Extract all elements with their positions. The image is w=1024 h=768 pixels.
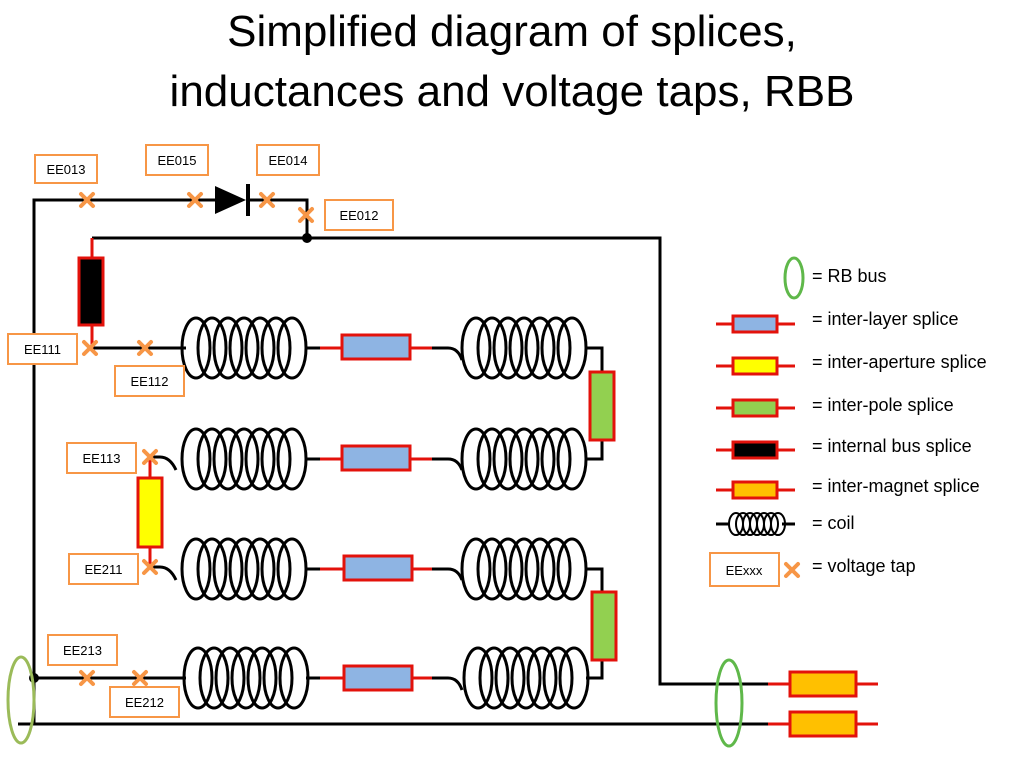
legend-voltage-tap-box: [709, 552, 780, 587]
rb-bus-ellipse-right: [714, 658, 744, 748]
coil-icon: [462, 646, 590, 710]
right-conn-4: [586, 660, 604, 680]
legend-internal-bus-text: = internal bus splice: [812, 436, 972, 456]
inter-layer-splice: [340, 444, 412, 472]
right-conn-1: [586, 346, 604, 372]
voltage-tap-cross-icon: [298, 207, 314, 223]
voltage-tap-cross-icon: [142, 559, 158, 575]
legend: = RB bus = inter-layer splice = inter-ap…: [709, 256, 987, 587]
voltage-tap-cross-icon: [137, 340, 153, 356]
inter-pole-splice: [588, 370, 616, 442]
voltage-tap-labels: EE013 EE015 EE014EE012EE111EE112EE113EE211…: [7, 144, 394, 718]
junction-dot: [302, 233, 312, 243]
voltage-tap-label: EE112: [130, 374, 168, 389]
voltage-tap-label-box: EE111: [7, 333, 78, 365]
inter-layer-splice: [342, 554, 414, 582]
inter-layer-splice: [342, 664, 414, 692]
voltage-tap-label-box: EE211: [68, 553, 139, 585]
voltage-tap-label-box: EE012: [324, 199, 394, 231]
legend-rb-bus-text: = RB bus: [812, 266, 887, 286]
voltage-tap-label: EE213: [63, 643, 102, 658]
rb-bus-ellipse-left: [6, 655, 36, 745]
coils: [180, 316, 590, 710]
coil-icon: [180, 316, 308, 380]
voltage-tap-label: EE111: [24, 342, 61, 357]
legend-internal-bus-icon: [716, 440, 795, 460]
title-line-2: inductances and voltage taps, RBB: [169, 67, 855, 116]
voltage-tap-cross-icon: [79, 670, 95, 686]
voltage-tap-label-box: EE212: [109, 686, 180, 718]
top-wire-right: [248, 198, 309, 238]
voltage-tap-cross-icon: [79, 192, 95, 208]
row1-end: [447, 346, 464, 361]
inter-magnet-splice: [788, 670, 858, 698]
voltage-tap-label-box: EE112: [114, 365, 185, 397]
voltage-tap-label-box: EE014: [256, 144, 320, 176]
row2-end: [447, 457, 464, 471]
legend-inter-aperture-text: = inter-aperture splice: [812, 352, 987, 372]
voltage-tap-cross-icon: [259, 192, 275, 208]
inter-layer-splice: [340, 333, 412, 361]
voltage-tap-label: EE113: [82, 451, 120, 466]
upper-bus-wire: [92, 236, 790, 686]
voltage-tap-label: EE012: [339, 208, 378, 223]
legend-coil-text: = coil: [812, 513, 855, 533]
inter-pole-splice: [590, 590, 618, 662]
legend-voltage-tap-text: = voltage tap: [812, 556, 916, 576]
voltage-tap-label-box: EE013: [34, 154, 98, 184]
legend-voltage-tap-cross-icon: [784, 562, 800, 578]
coil-icon: [180, 537, 308, 601]
legend-inter-magnet-icon: [716, 480, 795, 500]
legend-coil-icon: [716, 512, 795, 536]
inter-aperture-splice: [136, 476, 164, 549]
internal-bus-splice: [77, 256, 105, 327]
voltage-tap-cross-icon: [187, 192, 203, 208]
legend-inter-magnet-text: = inter-magnet splice: [812, 476, 980, 496]
legend-inter-layer-icon: [716, 314, 795, 334]
coil-icon: [180, 427, 308, 491]
inter-magnet-splice: [788, 710, 858, 738]
legend-inter-aperture-icon: [716, 356, 795, 376]
row4-end: [447, 676, 464, 691]
right-conn-3: [586, 567, 604, 592]
legend-rb-bus-icon: [783, 256, 805, 300]
coil-icon: [460, 427, 588, 491]
legend-voltage-tap-label: EExxx: [726, 563, 763, 578]
ee211-wire: [150, 565, 178, 581]
diode-icon: [215, 184, 250, 216]
voltage-taps: [79, 192, 314, 686]
voltage-tap-label: EE211: [84, 562, 122, 577]
row3-end: [447, 567, 464, 581]
voltage-tap-label: EE013: [46, 162, 85, 177]
coil-icon: [460, 537, 588, 601]
ee113-wire: [150, 455, 178, 471]
diagram-title: Simplified diagram of splices, inductanc…: [0, 2, 1024, 122]
voltage-tap-label-box: EE213: [47, 634, 118, 666]
voltage-tap-label-box: EE113: [66, 442, 137, 474]
splices: [77, 238, 878, 738]
legend-inter-pole-icon: [716, 398, 795, 418]
coil-icon: [460, 316, 588, 380]
legend-inter-layer-text: = inter-layer splice: [812, 309, 959, 329]
voltage-tap-label: EE212: [125, 695, 164, 710]
voltage-tap-cross-icon: [142, 449, 158, 465]
voltage-tap-cross-icon: [132, 670, 148, 686]
voltage-tap-label-box: EE015: [145, 144, 209, 176]
top-wire: [32, 198, 215, 724]
right-conn-2: [586, 440, 604, 461]
coil-icon: [182, 646, 310, 710]
voltage-tap-label: EE015: [157, 153, 196, 168]
title-line-1: Simplified diagram of splices,: [227, 7, 797, 56]
legend-inter-pole-text: = inter-pole splice: [812, 395, 954, 415]
voltage-tap-cross-icon: [82, 340, 98, 356]
voltage-tap-label: EE014: [268, 153, 307, 168]
